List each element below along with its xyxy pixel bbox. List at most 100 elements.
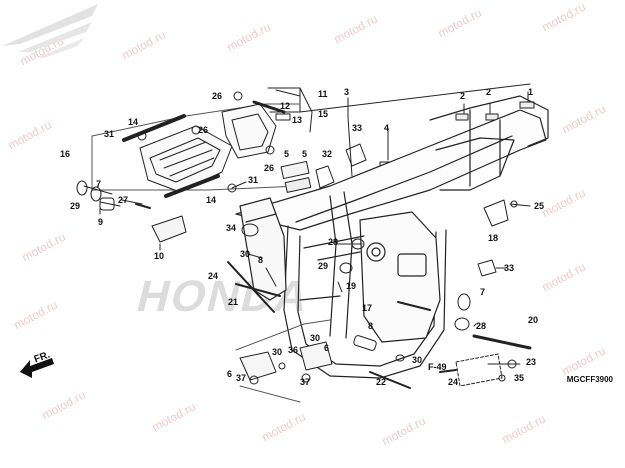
callout-35: 35 bbox=[514, 373, 525, 383]
leader-group-6-lower bbox=[239, 385, 301, 403]
front-direction-arrow-icon bbox=[20, 358, 54, 378]
upper-bracket-inner bbox=[231, 113, 269, 151]
clip-33b bbox=[477, 259, 497, 277]
pad-2a bbox=[455, 113, 469, 121]
rubber-strip-14-bottom bbox=[164, 174, 220, 198]
callout-6: 6 bbox=[227, 369, 233, 379]
leader-group-11 bbox=[267, 87, 313, 133]
callout-30: 30 bbox=[272, 347, 283, 357]
leader-group-6 bbox=[235, 319, 331, 351]
callout-32: 32 bbox=[322, 149, 333, 159]
callout-31: 31 bbox=[104, 129, 115, 139]
frame-rear-support bbox=[435, 137, 515, 191]
callout-2: 2 bbox=[486, 87, 492, 97]
bolt-20 bbox=[472, 334, 532, 350]
ref-box-f49 bbox=[455, 353, 503, 387]
callout-4: 4 bbox=[384, 123, 390, 133]
callout-28: 28 bbox=[328, 237, 339, 247]
main-frame bbox=[235, 95, 549, 379]
bolt-22 bbox=[369, 371, 411, 389]
bolt-17 bbox=[397, 301, 431, 311]
pivot-boss-hole bbox=[371, 247, 381, 257]
seat-bracket-16-inner bbox=[149, 137, 221, 183]
callout-33: 33 bbox=[352, 123, 363, 133]
bushing-29 bbox=[76, 180, 88, 196]
bolt-24b bbox=[439, 369, 457, 373]
callout-21: 21 bbox=[228, 297, 239, 307]
leader-30a bbox=[247, 253, 263, 259]
callout-8: 8 bbox=[368, 321, 374, 331]
bracket-6a bbox=[239, 351, 277, 381]
leader-28b bbox=[473, 323, 477, 327]
callout-31: 31 bbox=[248, 175, 259, 185]
callout-26: 26 bbox=[264, 163, 275, 173]
seat-bracket-rib bbox=[159, 141, 207, 161]
callout-3: 3 bbox=[344, 87, 350, 97]
callout-17: 17 bbox=[362, 303, 373, 313]
bolt-26a bbox=[233, 91, 243, 101]
leader-3 bbox=[347, 97, 353, 177]
callout-30: 30 bbox=[240, 249, 251, 259]
bracket-18 bbox=[483, 199, 509, 227]
leader-group-1 bbox=[299, 83, 531, 113]
bolt-31b bbox=[227, 183, 237, 193]
callout-12: 12 bbox=[280, 101, 291, 111]
mount-29b bbox=[339, 262, 353, 274]
bolt-27 bbox=[135, 203, 151, 209]
pad-1 bbox=[519, 101, 535, 109]
callout-9: 9 bbox=[98, 217, 104, 227]
bushing-28b bbox=[454, 317, 470, 331]
callout-10: 10 bbox=[154, 251, 165, 261]
brand-wing-logo bbox=[2, 4, 98, 58]
callout-1: 1 bbox=[528, 87, 534, 97]
callout-37: 37 bbox=[300, 377, 311, 387]
callout-25: 25 bbox=[534, 201, 545, 211]
callout-14: 14 bbox=[206, 195, 217, 205]
leader-31b bbox=[231, 181, 247, 189]
bolt-19 bbox=[337, 281, 343, 293]
seat-bracket-rib bbox=[163, 149, 213, 169]
callout-14: 14 bbox=[128, 117, 139, 127]
frame-rear-loop bbox=[429, 95, 549, 147]
callout-5: 5 bbox=[302, 149, 308, 159]
pivot-boss bbox=[366, 242, 386, 262]
pad-5b bbox=[284, 177, 312, 193]
seat-bracket-16 bbox=[139, 125, 233, 193]
callout-19: 19 bbox=[346, 281, 357, 291]
callout-30: 30 bbox=[310, 333, 321, 343]
figure-reference: F-49 bbox=[428, 362, 447, 372]
mount-34 bbox=[241, 223, 259, 237]
bolt-26b bbox=[191, 125, 201, 135]
callout-33: 33 bbox=[504, 263, 515, 273]
callout-30: 30 bbox=[412, 355, 423, 365]
frame-mid-tube bbox=[329, 195, 337, 337]
bolt-26c bbox=[265, 145, 275, 155]
bolt-36 bbox=[278, 362, 286, 370]
bolt-21 bbox=[235, 283, 281, 297]
callout-26: 26 bbox=[198, 125, 209, 135]
clip-33a bbox=[345, 143, 367, 167]
frame-down-tubes bbox=[283, 225, 447, 379]
callout-18: 18 bbox=[488, 233, 499, 243]
bracket-6b bbox=[299, 341, 333, 371]
pad-2b bbox=[485, 113, 499, 121]
callout-36: 36 bbox=[288, 345, 299, 355]
steering-head-band bbox=[245, 213, 277, 223]
washer-30c bbox=[395, 354, 405, 362]
callout-23: 23 bbox=[526, 357, 537, 367]
callout-22: 22 bbox=[376, 377, 387, 387]
frame-cross-member bbox=[303, 235, 365, 249]
callout-15: 15 bbox=[318, 109, 329, 119]
engine-mount-block bbox=[397, 253, 427, 277]
callout-8: 8 bbox=[258, 255, 264, 265]
callout-6: 6 bbox=[324, 343, 330, 353]
bolt-24a bbox=[227, 261, 275, 313]
callout-26: 26 bbox=[212, 91, 223, 101]
callout-7: 7 bbox=[480, 287, 486, 297]
callout-13: 13 bbox=[292, 115, 303, 125]
seat-bracket-rib bbox=[169, 157, 215, 177]
callout-29: 29 bbox=[318, 261, 329, 271]
callout-24: 24 bbox=[208, 271, 219, 281]
